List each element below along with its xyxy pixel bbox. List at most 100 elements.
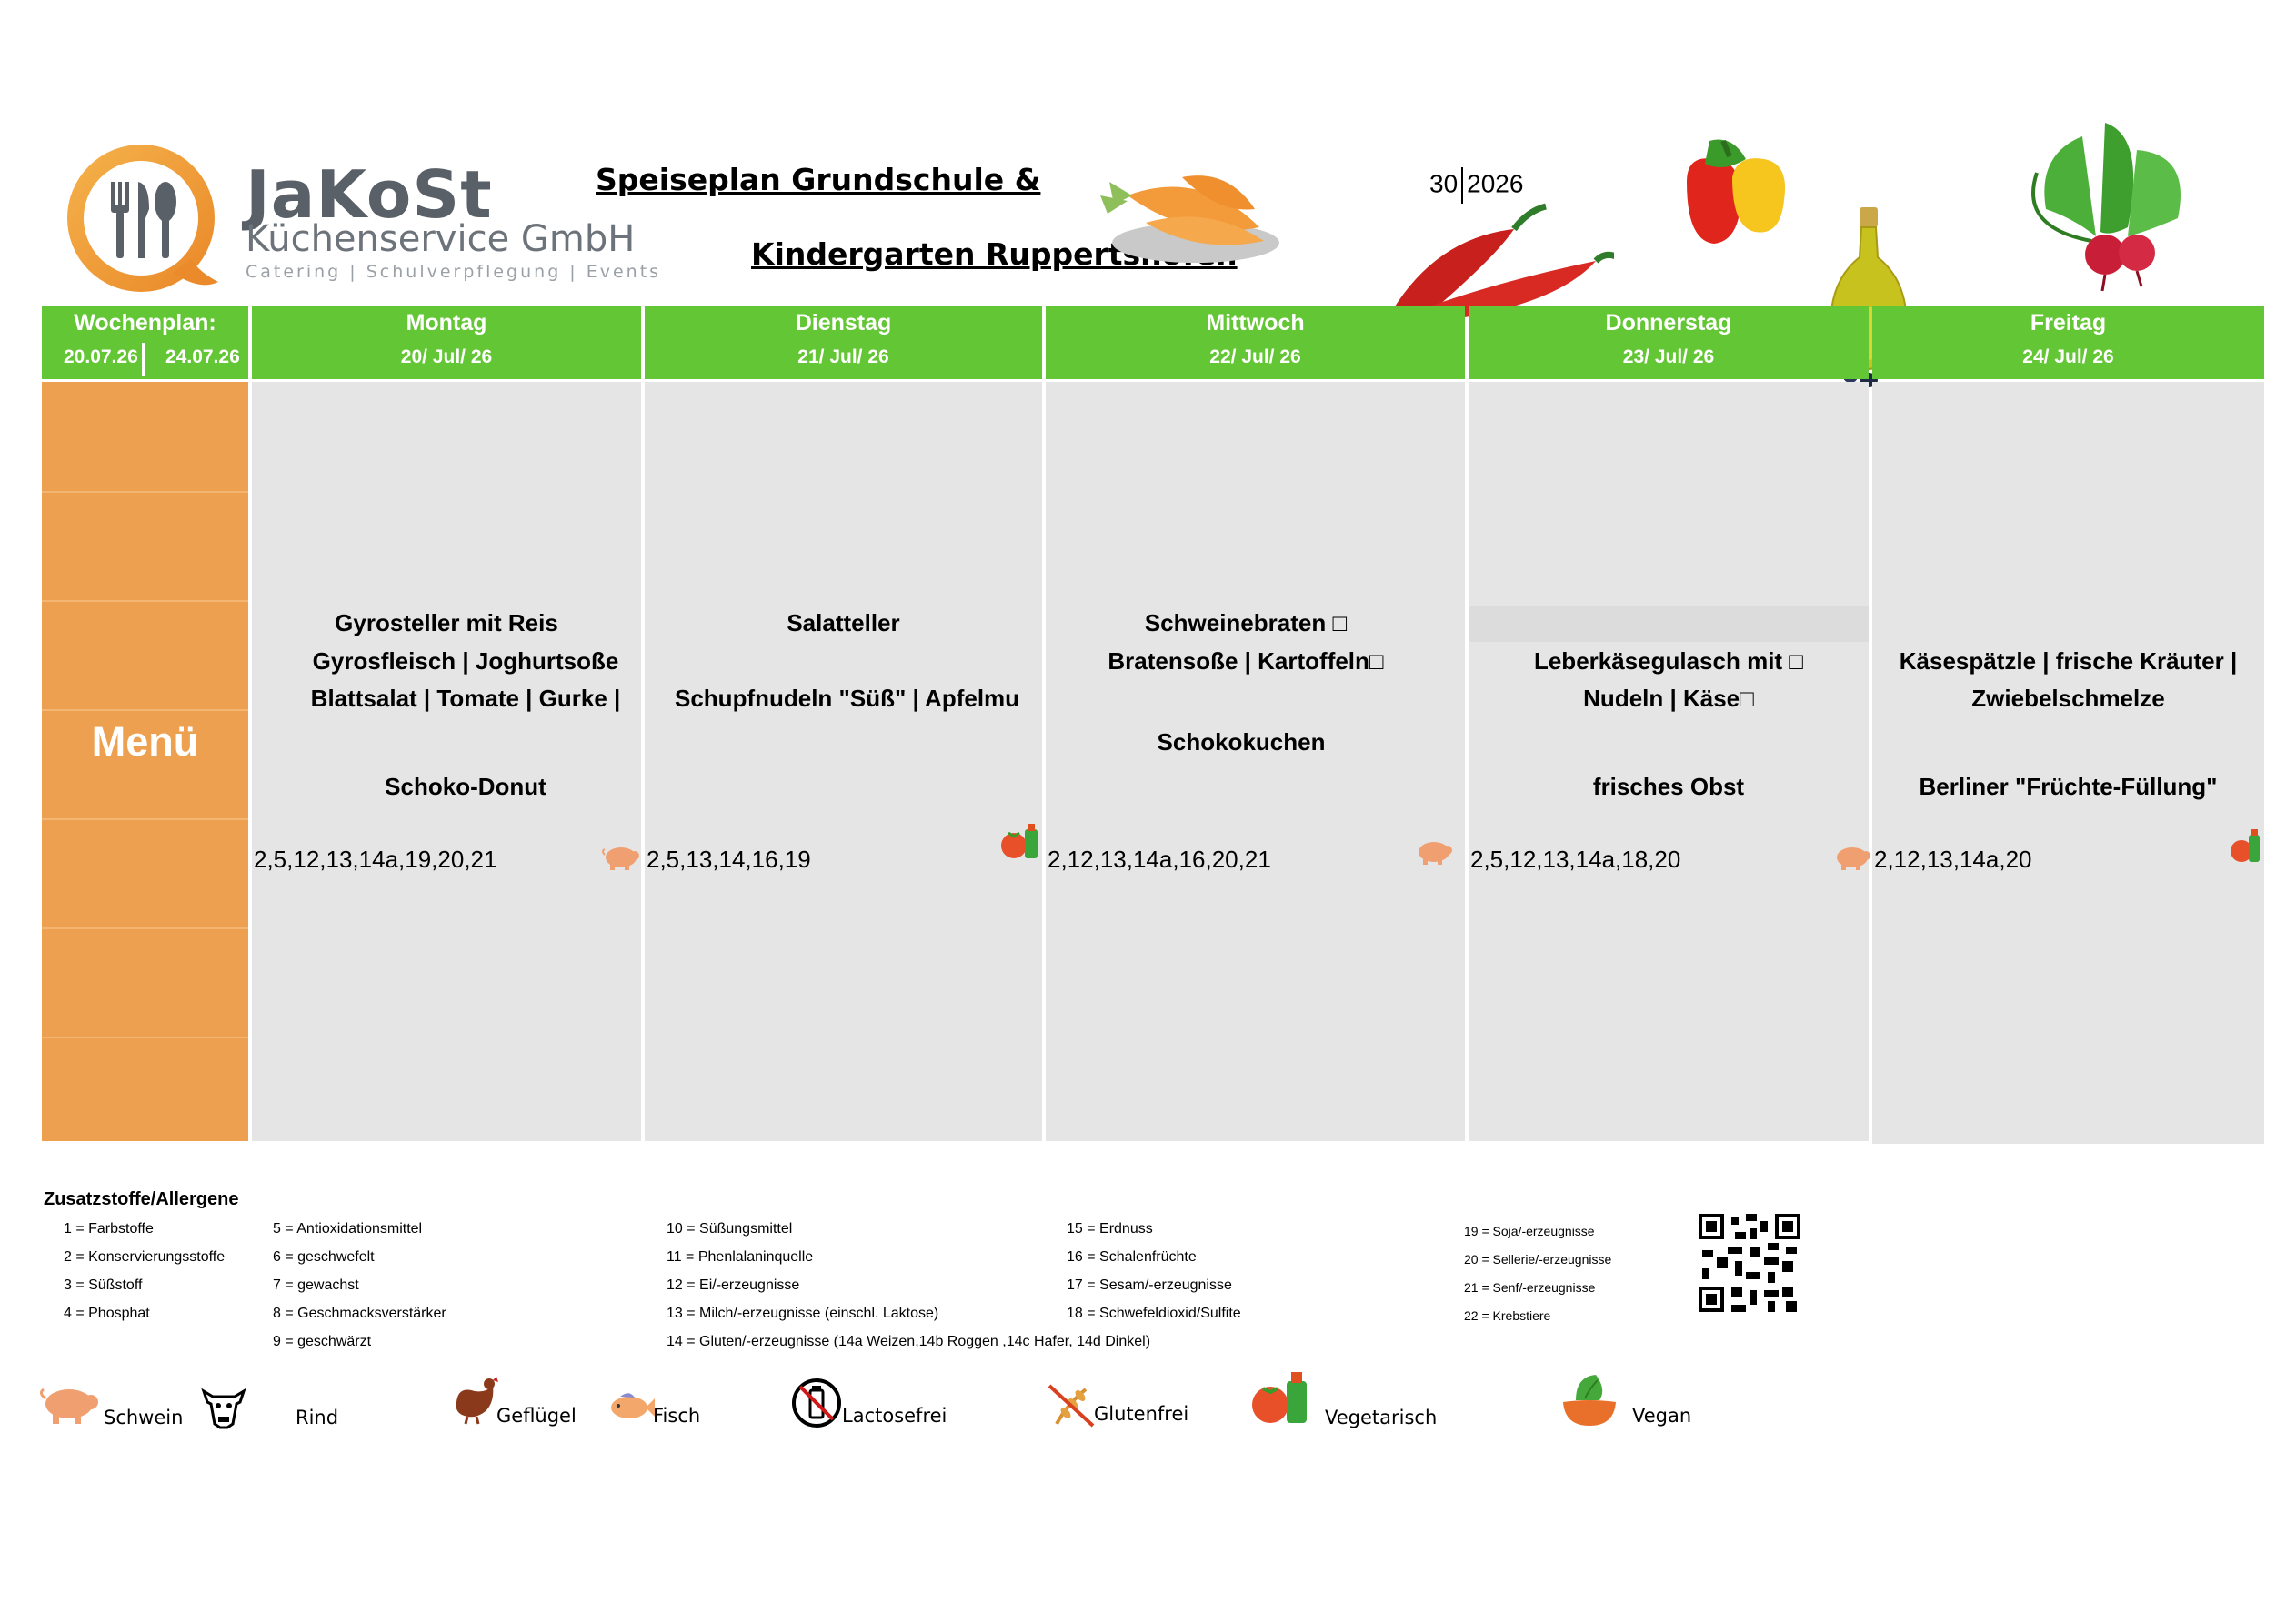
header-donnerstag: Donnerstag 23/ Jul/ 26 bbox=[1469, 306, 1869, 379]
bell-peppers-icon bbox=[1682, 136, 1791, 255]
day-name: Donnerstag bbox=[1605, 310, 1732, 336]
dish-line: Schoko-Donut bbox=[385, 773, 546, 800]
allergen-codes: 2,12,13,14a,16,20,21 bbox=[1048, 846, 1271, 873]
menu-cell-dienstag: Salatteller Schupfnudeln "Süß" | Apfelmu… bbox=[645, 382, 1042, 1141]
wochenplan-header: Wochenplan: 20.07.26 24.07.26 bbox=[42, 306, 248, 379]
legend-item: 8 = Geschmacksverstärker bbox=[273, 1306, 446, 1321]
symbol-label: Glutenfrei bbox=[1094, 1403, 1189, 1425]
legend-item: 17 = Sesam/-erzeugnisse bbox=[1067, 1277, 1232, 1293]
week-number-value: 30 bbox=[1429, 169, 1459, 198]
symbol-label: Lactosefrei bbox=[842, 1405, 947, 1427]
legend-item: 9 = geschwärzt bbox=[273, 1334, 372, 1349]
legend-item: 5 = Antioxidationsmittel bbox=[273, 1221, 423, 1237]
legend-item: 14 = Gluten/-erzeugnisse (14a Weizen,14b… bbox=[667, 1334, 1151, 1349]
legend-item: 4 = Phosphat bbox=[64, 1306, 150, 1321]
wochenplan-label: Wochenplan: bbox=[74, 310, 216, 336]
symbol-label: Fisch bbox=[653, 1405, 701, 1427]
legend-item: 15 = Erdnuss bbox=[1067, 1221, 1153, 1237]
dish-line: Schokokuchen bbox=[1157, 728, 1326, 756]
symbol-label: Geflügel bbox=[496, 1405, 577, 1427]
lactose-free-icon bbox=[791, 1378, 842, 1433]
legend-item: 7 = gewachst bbox=[273, 1277, 359, 1293]
dish-line: frisches Obst bbox=[1592, 773, 1745, 800]
dish-line: Schweinebraten □ bbox=[1144, 609, 1348, 636]
dish-line: Berliner "Früchte-Füllung" bbox=[1919, 773, 2218, 800]
legend-item: 16 = Schalenfrüchte bbox=[1067, 1249, 1197, 1265]
legend-item: 13 = Milch/-erzeugnisse (einschl. Laktos… bbox=[667, 1306, 939, 1321]
legend-item: 6 = geschwefelt bbox=[273, 1249, 375, 1265]
allergen-codes: 2,5,12,13,14a,19,20,21 bbox=[254, 846, 497, 873]
carrots-icon bbox=[1091, 141, 1282, 273]
symbol-label: Vegan bbox=[1632, 1405, 1692, 1427]
menu-cell-donnerstag: Leberkäsegulasch mit □ Nudeln | Käse□ fr… bbox=[1469, 382, 1870, 1141]
header-freitag: Freitag 24/ Jul/ 26 bbox=[1872, 306, 2264, 379]
vegan-icon bbox=[1559, 1371, 1619, 1432]
wochenplan-from: 20.07.26 bbox=[64, 346, 138, 367]
day-date: 24/ Jul/ 26 bbox=[2022, 346, 2114, 367]
legend-item: 20 = Sellerie/-erzeugnisse bbox=[1464, 1252, 1612, 1267]
logo-tagline: Catering | Schulverpflegung | Events bbox=[246, 262, 662, 282]
menu-cell-mittwoch: Schweinebraten □ Bratensoße | Kartoffeln… bbox=[1046, 382, 1465, 1141]
allergen-codes: 2,12,13,14a,20 bbox=[1874, 846, 2032, 873]
header-montag: Montag 20/ Jul/ 26 bbox=[252, 306, 641, 379]
legend-item: 1 = Farbstoffe bbox=[64, 1221, 154, 1237]
day-date: 23/ Jul/ 26 bbox=[1622, 346, 1715, 367]
day-name: Freitag bbox=[2030, 310, 2107, 336]
legend-item: 18 = Schwefeldioxid/Sulfite bbox=[1067, 1306, 1241, 1321]
legend-item: 11 = Phenlalaninquelle bbox=[667, 1249, 814, 1265]
legend-item: 10 = Süßungsmittel bbox=[667, 1221, 793, 1237]
symbol-label: Schwein bbox=[104, 1407, 184, 1428]
qr-code-icon[interactable] bbox=[1699, 1214, 1800, 1317]
allergen-codes: 2,5,12,13,14a,18,20 bbox=[1470, 846, 1681, 873]
logo-name: JaKoSt bbox=[246, 156, 493, 233]
dish-line: Gyrosfleisch | Joghurtsoße bbox=[312, 647, 619, 675]
logo-subtitle: Küchenservice GmbH bbox=[246, 218, 636, 260]
chicken-icon bbox=[449, 1375, 500, 1430]
day-name: Dienstag bbox=[795, 310, 892, 336]
day-name: Montag bbox=[406, 310, 487, 336]
vegetarian-icon bbox=[999, 820, 1041, 865]
week-number: 30 2026 bbox=[1429, 167, 1523, 204]
vegetarian-icon bbox=[2229, 827, 2261, 868]
dish-line: Käsespätzle | frische Kräuter | bbox=[1899, 647, 2238, 675]
menu-cell-freitag: Käsespätzle | frische Kräuter | Zwiebels… bbox=[1872, 382, 2264, 1144]
page-title-line1: Speiseplan Grundschule & bbox=[596, 162, 1041, 197]
cell-shade bbox=[1469, 606, 1869, 642]
week-year: 2026 bbox=[1467, 169, 1524, 198]
dish-line: Bratensoße | Kartoffeln□ bbox=[1108, 647, 1384, 675]
allergen-codes: 2,5,13,14,16,19 bbox=[647, 846, 811, 873]
vegetarian-icon bbox=[1250, 1368, 1310, 1429]
legend-item: 12 = Ei/-erzeugnisse bbox=[667, 1277, 800, 1293]
pig-icon bbox=[1414, 837, 1452, 870]
pig-icon bbox=[601, 842, 639, 876]
radishes-icon bbox=[2019, 118, 2201, 296]
dish-line: Leberkäsegulasch mit □ bbox=[1533, 647, 1804, 675]
menu-cell-montag: Gyrosteller mit Reis Gyrosfleisch | Jogh… bbox=[252, 382, 641, 1141]
legend-item: 19 = Soja/-erzeugnisse bbox=[1464, 1224, 1595, 1238]
wochenplan-to: 24.07.26 bbox=[165, 346, 240, 367]
fish-icon bbox=[604, 1391, 655, 1428]
legend-item: 22 = Krebstiere bbox=[1464, 1308, 1551, 1323]
legend-item: 2 = Konservierungsstoffe bbox=[64, 1249, 226, 1265]
day-date: 22/ Jul/ 26 bbox=[1209, 346, 1301, 367]
dish-line: Zwiebelschmelze bbox=[1971, 685, 2165, 712]
dish-line: Gyrosteller mit Reis bbox=[335, 609, 558, 636]
dish-line: Salatteller bbox=[787, 609, 900, 636]
legend-item: 21 = Senf/-erzeugnisse bbox=[1464, 1280, 1596, 1295]
menu-row-label: Menü bbox=[91, 718, 199, 765]
wochenplan-divider bbox=[142, 343, 145, 376]
symbol-label: Vegetarisch bbox=[1325, 1407, 1438, 1428]
menu-row-label-cell bbox=[42, 382, 248, 1141]
dish-line: Nudeln | Käse□ bbox=[1583, 685, 1754, 712]
pig-icon bbox=[36, 1380, 100, 1430]
day-date: 20/ Jul/ 26 bbox=[400, 346, 493, 367]
header-dienstag: Dienstag 21/ Jul/ 26 bbox=[645, 306, 1042, 379]
day-date: 21/ Jul/ 26 bbox=[797, 346, 889, 367]
gluten-free-icon bbox=[1046, 1382, 1097, 1434]
legend-title: Zusatzstoffe/Allergene bbox=[44, 1189, 239, 1209]
symbol-label: Rind bbox=[296, 1407, 339, 1428]
header-mittwoch: Mittwoch 22/ Jul/ 26 bbox=[1046, 306, 1465, 379]
legend-item: 3 = Süßstoff bbox=[64, 1277, 143, 1293]
logo-icon bbox=[64, 145, 218, 300]
dish-line: Blattsalat | Tomate | Gurke | bbox=[310, 685, 621, 712]
